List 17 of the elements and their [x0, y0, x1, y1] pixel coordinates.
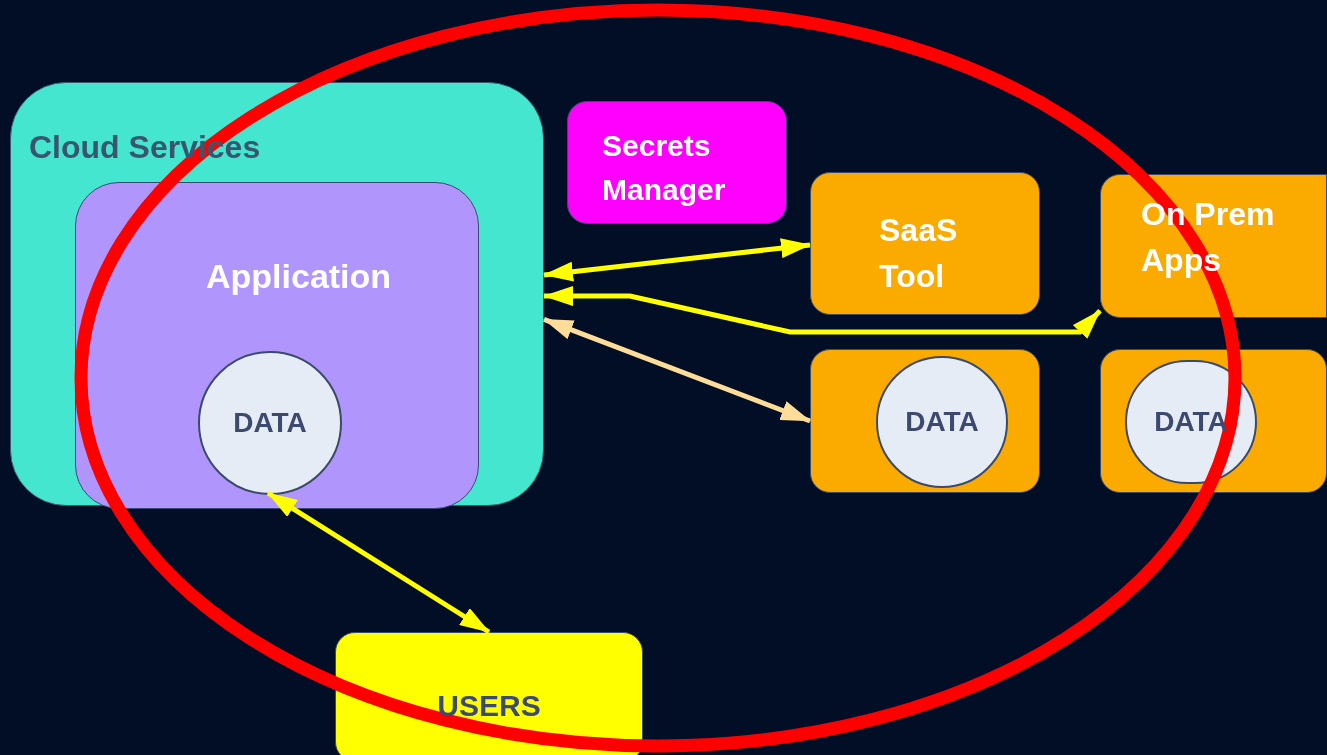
node-label: Secrets Manager	[602, 128, 727, 208]
application-box	[75, 182, 479, 509]
storage-box	[810, 349, 1040, 493]
node-label: DATA	[233, 406, 307, 440]
node-label: Application	[206, 256, 392, 297]
node-label: DATA	[905, 405, 979, 439]
on-prem-apps-box	[1100, 174, 1327, 318]
storage-box	[1100, 349, 1327, 493]
double-arrow	[266, 490, 491, 635]
cloud-services-box	[10, 82, 544, 506]
node-label: SaaS Tool	[879, 211, 959, 296]
node-label: USERS	[436, 688, 542, 724]
double-arrow	[543, 317, 811, 424]
double-arrow	[543, 238, 811, 282]
secrets-manager-box	[567, 101, 787, 224]
saas-tool-box	[810, 172, 1040, 315]
double-arrow	[543, 286, 1102, 339]
